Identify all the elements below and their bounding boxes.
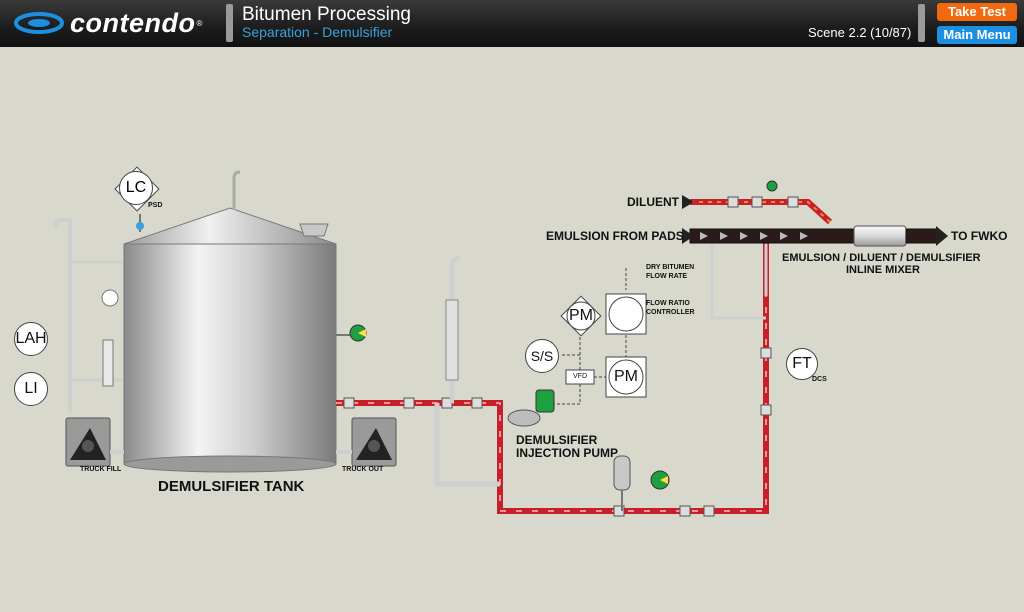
diluent-label: DILUENT — [627, 195, 679, 209]
main-menu-button[interactable]: Main Menu — [937, 26, 1017, 44]
valve-icon — [613, 505, 625, 517]
sight-glass — [102, 339, 114, 387]
app-header: contendo® Bitumen Processing Separation … — [0, 0, 1024, 47]
dcs-label: DCS — [812, 376, 827, 383]
calibration-column — [445, 299, 459, 381]
truck-fill-label: TRUCK FILL — [80, 466, 122, 473]
hand-valve-icon — [766, 180, 778, 192]
vent-pipe-left — [53, 218, 72, 412]
tank-base — [123, 455, 337, 473]
lc-label: LC — [119, 171, 153, 205]
valve-icon — [679, 505, 691, 517]
vfd-box — [565, 369, 595, 385]
brand-name: contendo — [70, 7, 196, 38]
pump-label-line2: INJECTION PUMP — [516, 446, 619, 460]
valve-icon — [471, 397, 483, 409]
truck-fill-icon — [65, 417, 111, 467]
demulsifier-tank — [123, 243, 337, 465]
header-divider-right — [918, 4, 925, 42]
pump-body — [507, 409, 541, 427]
take-test-button[interactable]: Take Test — [937, 3, 1017, 21]
ft-instrument[interactable]: FT — [786, 348, 818, 380]
pulsation-dampener — [613, 455, 631, 491]
tank-vent — [232, 170, 241, 210]
valve-icon — [760, 347, 772, 359]
to-fwko-label: TO FWKO — [951, 229, 1008, 243]
tank-label: DEMULSIFIER TANK — [158, 478, 305, 495]
ss-instrument[interactable]: S/S — [525, 339, 559, 373]
level-transmitter-icon — [136, 222, 144, 230]
truck-out-icon — [351, 417, 397, 467]
pm-bottom-label[interactable]: PM — [614, 368, 638, 385]
standpipe — [450, 256, 461, 403]
arrow-icon — [682, 228, 694, 244]
pm-top-label[interactable]: PM — [569, 307, 593, 324]
pump-motor — [535, 389, 555, 413]
lah-instrument[interactable]: LAH — [14, 322, 48, 356]
dry-bitumen-label-2: FLOW RATE — [646, 273, 688, 280]
vfd-label: VFD — [573, 373, 587, 380]
valve-icon — [703, 505, 715, 517]
pump-label-line1: DEMULSIFIER — [516, 433, 598, 447]
inline-mixer — [853, 225, 907, 247]
page-subtitle: Separation - Demulsifier — [242, 24, 393, 40]
psd-label: PSD — [148, 202, 163, 209]
mixer-label-line2: INLINE MIXER — [846, 264, 920, 276]
li-instrument[interactable]: LI — [14, 372, 48, 406]
valve-position-icon — [336, 324, 367, 342]
page-title: Bitumen Processing — [242, 4, 411, 25]
emulsion-label: EMULSION FROM PADS — [546, 229, 684, 243]
arrow-icon — [682, 195, 694, 209]
valve-icon — [760, 404, 772, 416]
tank-hatch — [299, 223, 329, 237]
registered-mark: ® — [196, 18, 203, 28]
mixer-label-line1: EMULSION / DILUENT / DEMULSIFIER — [782, 252, 981, 264]
contendo-logo: contendo® — [14, 6, 202, 40]
demulsifier-line — [336, 236, 769, 514]
valve-icon — [403, 397, 415, 409]
flow-ratio-label-2: CONTROLLER — [646, 309, 695, 316]
emulsion-line — [689, 228, 855, 244]
valve-icon — [343, 397, 355, 409]
recirc-pipe — [434, 403, 500, 487]
lc-instrument[interactable]: LC — [114, 166, 160, 212]
arrow-icon — [936, 226, 948, 246]
dry-bitumen-label-1: DRY BITUMEN — [646, 264, 695, 271]
header-divider — [226, 4, 233, 42]
scene-counter: Scene 2.2 (10/87) — [808, 25, 912, 40]
logo-swirl-icon — [14, 12, 64, 34]
flow-ratio-label-1: FLOW RATIO — [646, 300, 690, 307]
pressure-gauge-icon — [101, 289, 119, 307]
truck-out-label: TRUCK OUT — [342, 466, 384, 473]
